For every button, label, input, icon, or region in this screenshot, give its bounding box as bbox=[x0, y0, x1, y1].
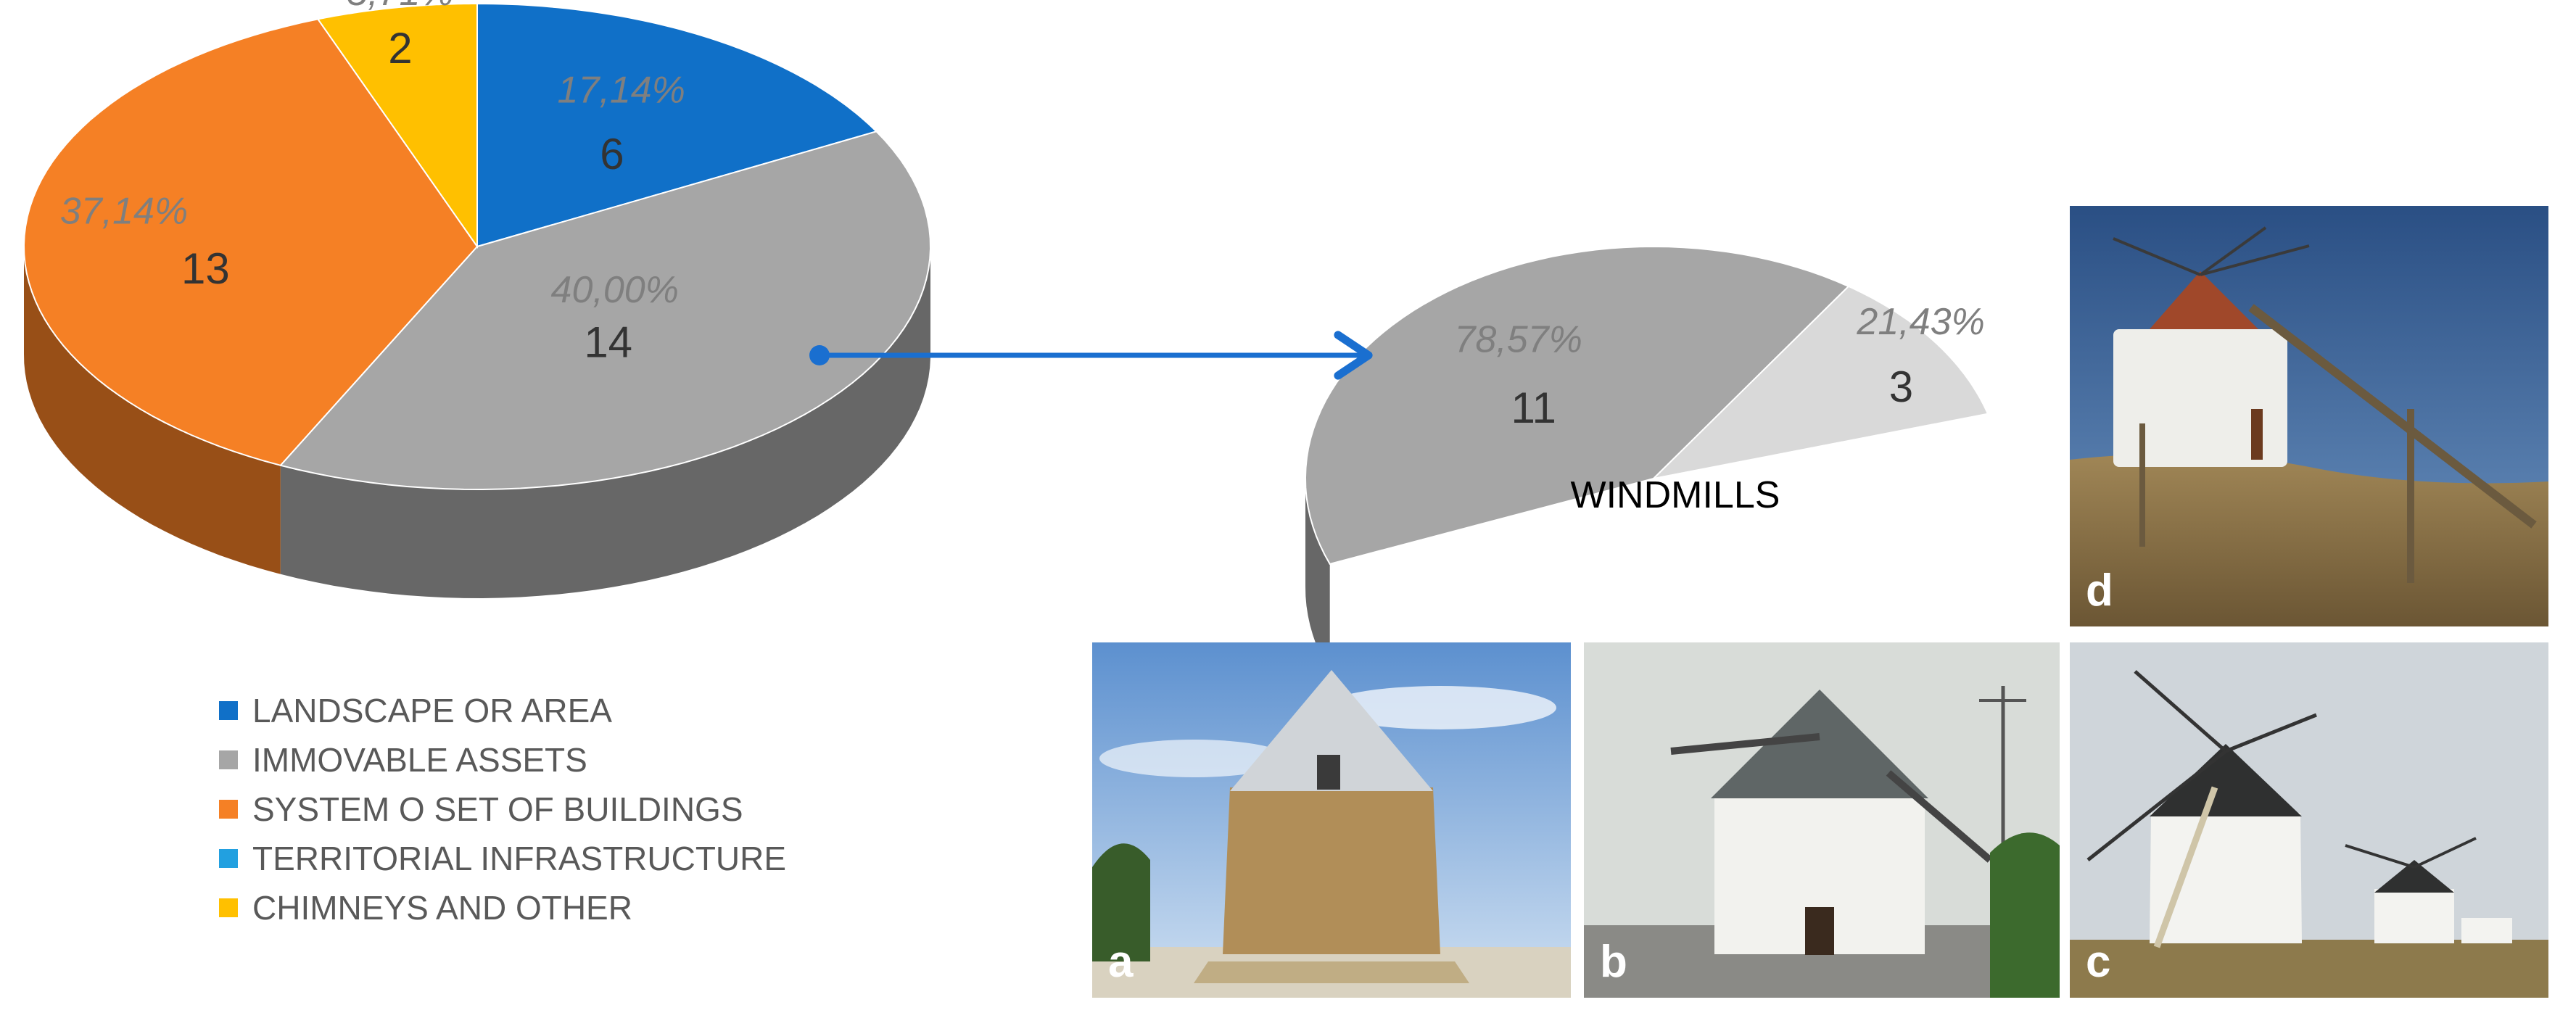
photo-b-image bbox=[1584, 642, 2060, 998]
pie-percent-label: 17,14% bbox=[558, 70, 685, 112]
legend-item-territorial: TERRITORIAL INFRASTRUCTURE bbox=[219, 834, 786, 883]
pie-percent-label: 40,00% bbox=[551, 269, 679, 311]
legend-swatch bbox=[219, 701, 238, 720]
photo-b-letter: b bbox=[1600, 937, 1627, 987]
pie-slice-wall bbox=[24, 245, 281, 574]
pie-count-label: 14 bbox=[584, 318, 632, 367]
photo-a-image bbox=[1092, 642, 1571, 998]
legend-label: TERRITORIAL INFRASTRUCTURE bbox=[252, 840, 787, 877]
pie-slice bbox=[1651, 285, 1989, 480]
pie-slice-wall bbox=[280, 249, 930, 598]
pie2-tops bbox=[1304, 245, 1989, 565]
legend-item-system: SYSTEM O SET OF BUILDINGS bbox=[219, 785, 786, 834]
pie1-sides bbox=[24, 245, 930, 598]
pie2-sides bbox=[1305, 477, 1330, 673]
legend-swatch bbox=[219, 750, 238, 769]
photo-b: b bbox=[1584, 642, 2060, 998]
legend-label: IMMOVABLE ASSETS bbox=[252, 741, 587, 779]
pie-percent-label: 37,14% bbox=[60, 190, 188, 232]
pie-percent-label: 78,57% bbox=[1454, 318, 1582, 360]
pie-slice bbox=[316, 3, 478, 249]
pie-slice-wall bbox=[1305, 477, 1330, 673]
legend-item-immovable: IMMOVABLE ASSETS bbox=[219, 735, 786, 785]
pie-slice bbox=[22, 18, 479, 466]
pie-count-label: 11 bbox=[1511, 384, 1556, 432]
legend-label: LANDSCAPE OR AREA bbox=[252, 692, 612, 729]
legend-swatch bbox=[219, 898, 238, 917]
pie-percent-label: 21,43% bbox=[1856, 301, 1984, 343]
legend-swatch bbox=[219, 800, 238, 819]
pie-count-label: 6 bbox=[600, 130, 624, 178]
pie1-tops bbox=[22, 2, 932, 491]
pie-count-label: 2 bbox=[388, 24, 412, 73]
pie-slice-name: WINDMILLS bbox=[1571, 474, 1780, 516]
photo-c: c bbox=[2070, 642, 2548, 998]
connector-arrow bbox=[809, 331, 1373, 380]
photo-d-letter: d bbox=[2086, 566, 2113, 616]
photo-d-image bbox=[2070, 206, 2548, 626]
legend-item-landscape: LANDSCAPE OR AREA bbox=[219, 686, 786, 735]
photo-a: a bbox=[1092, 642, 1571, 998]
pie-slice bbox=[476, 2, 878, 248]
photo-d: d bbox=[2070, 206, 2548, 626]
legend: LANDSCAPE OR AREA IMMOVABLE ASSETS SYSTE… bbox=[219, 686, 786, 932]
pie-percent-label: 5,71% bbox=[347, 0, 453, 14]
pie1-labels: 17,14% 6 40,00% 14 37,14% 13 5,71% 2 bbox=[60, 0, 685, 367]
legend-swatch bbox=[219, 849, 238, 868]
pie-count-label: 13 bbox=[181, 244, 230, 293]
pie-slice bbox=[1304, 245, 1850, 565]
photo-a-letter: a bbox=[1108, 937, 1134, 987]
legend-item-chimneys: CHIMNEYS AND OTHER bbox=[219, 883, 786, 932]
pie-slice bbox=[278, 131, 932, 491]
legend-label: SYSTEM O SET OF BUILDINGS bbox=[252, 790, 743, 828]
pie-count-label: 3 bbox=[1889, 363, 1913, 411]
legend-label: CHIMNEYS AND OTHER bbox=[252, 889, 632, 927]
photo-c-image bbox=[2070, 642, 2548, 998]
photo-c-letter: c bbox=[2086, 937, 2111, 987]
